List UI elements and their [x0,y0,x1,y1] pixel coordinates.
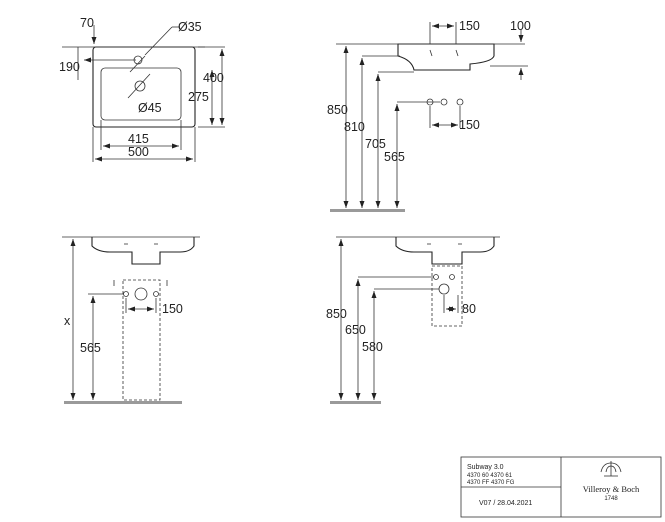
dim-565: 565 [384,150,405,164]
product-codes-1: 4370 60 4370 61 [467,473,513,479]
siphon-right [449,274,455,280]
connection-mid [440,98,448,106]
connection-left [426,98,434,106]
drain-hole [134,80,146,92]
dim-70: 70 [80,16,94,30]
dim-150-bottom: 150 [459,118,480,132]
floor-pedestal [64,401,182,404]
brand-logo-icon [600,461,622,477]
title-block: Subway 3.0 4370 60 4370 61 4370 FF 4370 … [460,456,662,518]
side-view: 150 100 850 810 705 565 150 [327,19,531,212]
connection-right [456,98,464,106]
dim-100: 100 [510,19,531,33]
dim-x: x [64,314,71,328]
floor-siphon [330,401,381,404]
siphon-left [433,274,439,280]
basin-inner [100,67,182,121]
dim-500: 500 [128,145,149,159]
supply-left [123,291,129,297]
dim-190: 190 [59,60,80,74]
dim-705: 705 [365,137,386,151]
basin-front-profile-2 [395,237,495,265]
supply-right [153,291,159,297]
product-name: Subway 3.0 [467,464,504,471]
dim-850: 850 [327,103,348,117]
dim-415: 415 [128,132,149,146]
dim-150: 150 [162,302,183,316]
dim-d35: Ø35 [178,20,202,34]
basin-front-profile [91,237,195,265]
version-date: V07 / 28.04.2021 [479,500,532,507]
top-view: 70 Ø35 190 400 275 Ø45 415 500 [59,16,225,162]
dim-400: 400 [203,71,224,85]
dim-565: 565 [80,341,101,355]
brand-name: Villeroy & Boch [583,484,640,494]
dim-80: 80 [462,302,476,316]
brand-year: 1748 [604,496,618,502]
pedestal [122,279,161,401]
dim-580: 580 [362,340,383,354]
dim-d45: Ø45 [138,101,162,115]
dim-275: 275 [188,90,209,104]
basin-side-profile [397,43,495,71]
siphon-outlet [438,283,450,295]
dim-850: 850 [326,307,347,321]
product-codes-2: 4370 FF 4370 FG [467,480,515,486]
dim-150-top: 150 [459,19,480,33]
waste-outlet [134,287,148,301]
front-pedestal-view: x 565 150 [62,236,200,404]
front-siphon-view: 850 650 580 80 [326,236,500,404]
basin-outline [92,46,196,128]
floor-side [330,209,405,212]
dim-810: 810 [344,120,365,134]
dim-650: 650 [345,323,366,337]
siphon-cover [431,265,463,327]
